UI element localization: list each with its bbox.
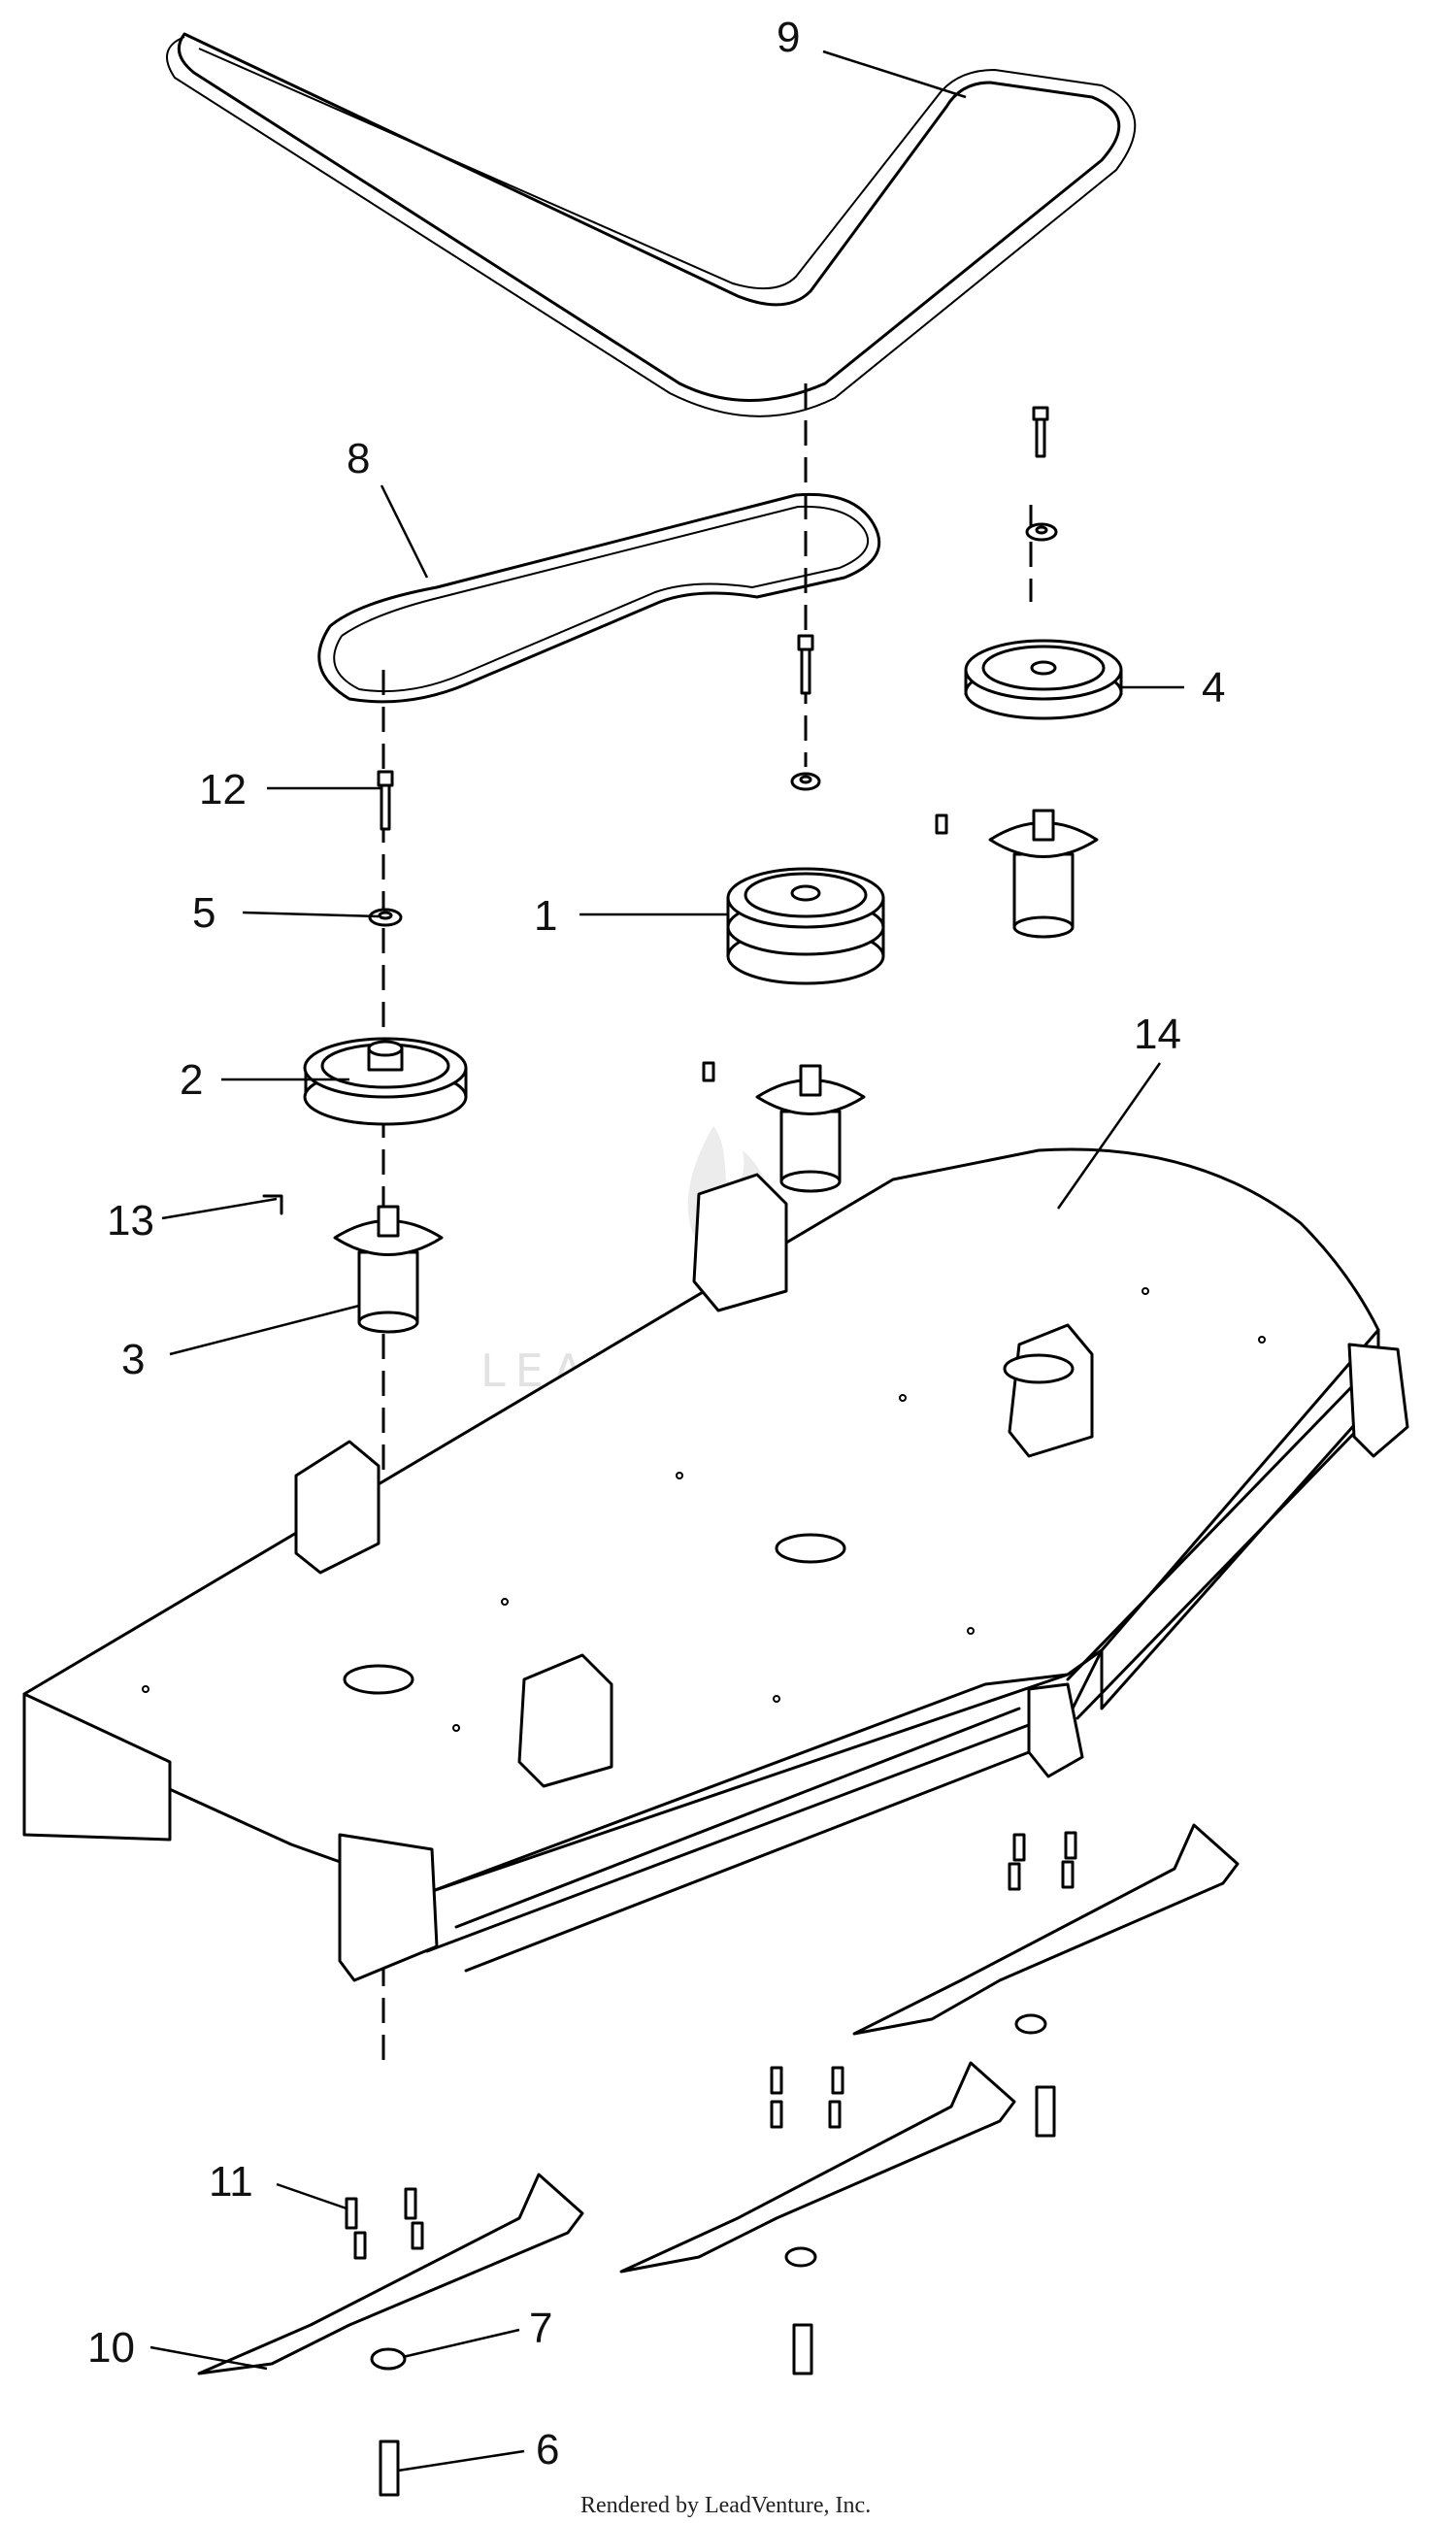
- part-blade-right-upper: [852, 1823, 1240, 2036]
- part-pulley-right: [964, 639, 1123, 720]
- part-bolts-11: [345, 1831, 1077, 2260]
- part-spindle-right: [935, 809, 1099, 939]
- part-blade-10: [197, 2173, 584, 2375]
- part-pin-13: [262, 1194, 283, 1215]
- part-mower-deck: [22, 1147, 1409, 1982]
- callout-13: 13: [107, 1197, 154, 1245]
- callout-4: 4: [1202, 664, 1225, 712]
- callout-6: 6: [536, 2426, 559, 2473]
- part-washer-5: [368, 908, 403, 927]
- part-double-pulley: [726, 867, 885, 985]
- callout-11: 11: [209, 2158, 253, 2206]
- callout-12: 12: [199, 766, 247, 813]
- part-washer-center: [790, 772, 821, 791]
- part-belt-small: [317, 492, 881, 704]
- callout-labels: 9 8 12 5 1 4 2 14 13 3 11 10 7 6: [87, 14, 1225, 2473]
- part-washer-right: [1025, 522, 1058, 542]
- callout-8: 8: [347, 435, 370, 482]
- part-pulley-left: [303, 1037, 468, 1126]
- callout-9: 9: [777, 14, 800, 61]
- leader-lines: [149, 50, 1184, 2473]
- footer-credit: Rendered by LeadVenture, Inc.: [580, 2493, 871, 2518]
- callout-7: 7: [529, 2305, 552, 2352]
- part-washer-7: [370, 2013, 1047, 2371]
- callout-1: 1: [534, 892, 557, 940]
- callout-5: 5: [192, 889, 215, 937]
- part-spindle-center: [702, 1061, 866, 1193]
- part-bolt-12: [377, 770, 394, 831]
- callout-3: 3: [121, 1336, 145, 1383]
- part-belt-large: [166, 32, 1137, 417]
- part-blade-right-lower: [619, 2061, 1016, 2274]
- callout-14: 14: [1134, 1011, 1181, 1058]
- part-bolt-center: [797, 634, 814, 695]
- callout-2: 2: [180, 1056, 203, 1104]
- part-bolt-right: [1032, 406, 1049, 458]
- part-spindle-3: [333, 1205, 444, 1334]
- callout-10: 10: [87, 2324, 135, 2372]
- part-bolt-6: [379, 2085, 1056, 2497]
